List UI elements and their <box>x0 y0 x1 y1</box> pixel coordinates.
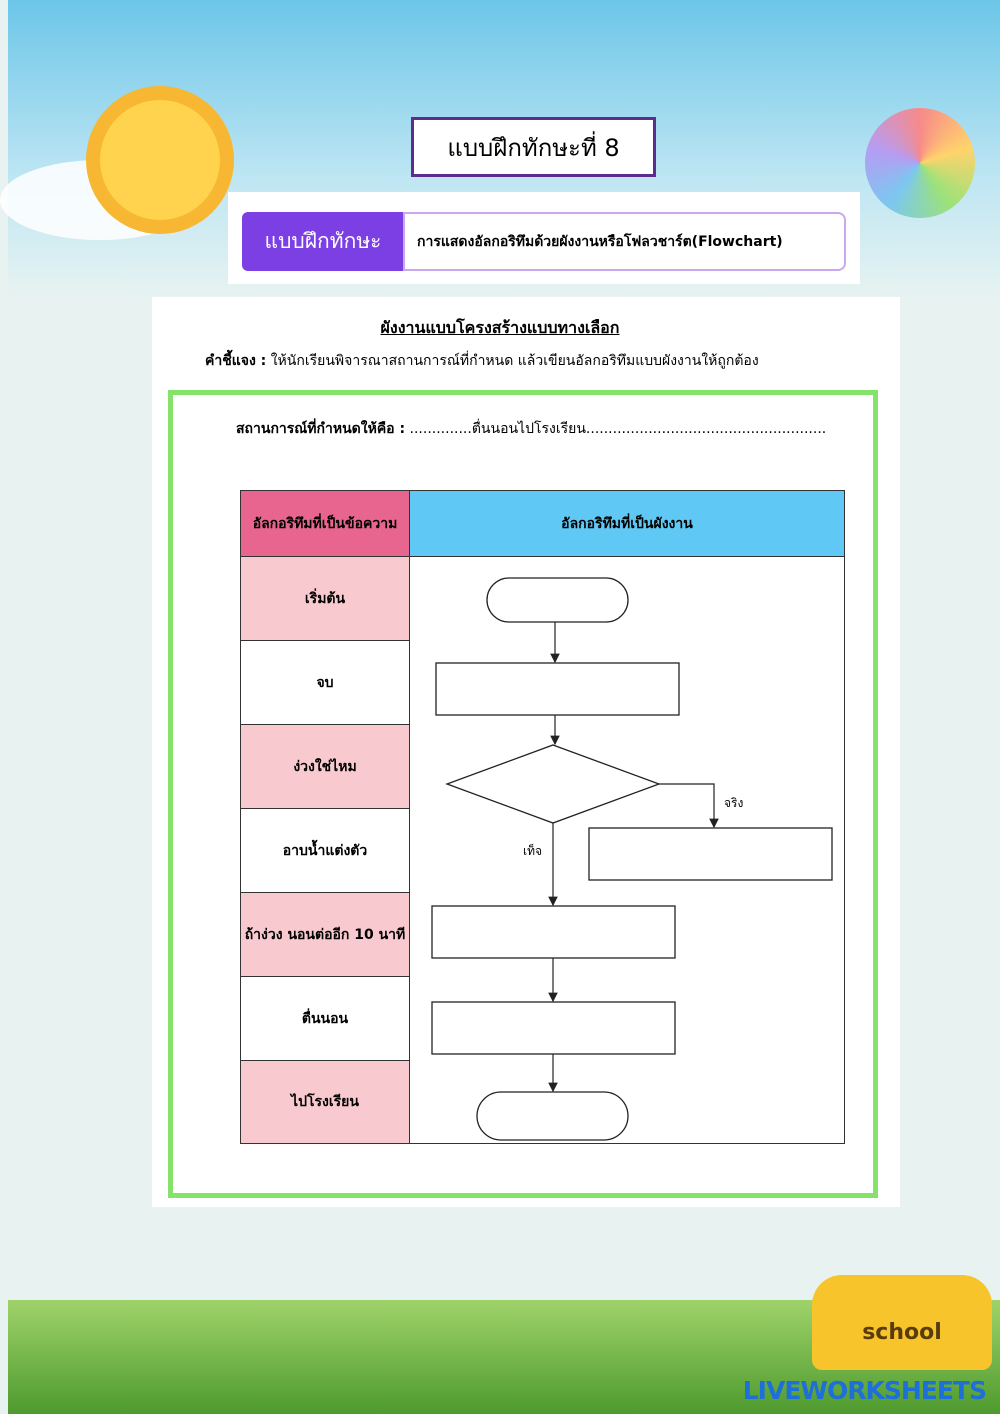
hot-air-balloon-illustration <box>865 108 975 218</box>
process-dropzone[interactable] <box>435 662 680 716</box>
instruction-label: คำชี้แจง : <box>205 353 267 369</box>
school-bus-illustration: school <box>812 1275 992 1370</box>
bus-label: school <box>862 1320 942 1345</box>
banner-label: แบบฝึกทักษะ <box>242 212 404 271</box>
true-process-dropzone[interactable] <box>588 827 833 881</box>
header-text-algorithm: อัลกอริทึมที่เป็นข้อความ <box>240 490 410 557</box>
banner-text: การแสดงอัลกอริทึมด้วยผังงานหรือโฟลวชาร์ต… <box>403 212 846 271</box>
worksheet-title[interactable]: แบบฝึกทักษะที่ 8 <box>411 117 656 177</box>
situation: สถานการณ์ที่กำหนดให้คือ : ..............… <box>236 418 826 440</box>
false-process-dropzone[interactable] <box>431 905 676 959</box>
start-terminal-dropzone[interactable] <box>486 577 629 623</box>
header-flowchart-algorithm: อัลกอริทึมที่เป็นผังงาน <box>409 490 845 557</box>
instruction-text: ให้นักเรียนพิจารณาสถานการณ์ที่กำหนด แล้ว… <box>266 353 759 369</box>
green-frame <box>168 390 878 1198</box>
true-label: จริง <box>724 796 744 810</box>
liveworksheets-logo: LIVEWORKSHEETS <box>742 1376 987 1405</box>
draggable-step[interactable]: จบ <box>240 640 410 725</box>
instruction: คำชี้แจง : ให้นักเรียนพิจารณาสถานการณ์ที… <box>205 350 759 372</box>
sun-illustration <box>100 100 220 220</box>
heading: ผังงานแบบโครงสร้างแบบทางเลือก <box>380 318 620 337</box>
process-dropzone[interactable] <box>431 1001 676 1055</box>
end-terminal-dropzone[interactable] <box>476 1091 629 1141</box>
arrow <box>659 783 719 829</box>
situation-value: ..............ตื่นนอนไปโรงเรียน.........… <box>409 421 827 437</box>
situation-label: สถานการณ์ที่กำหนดให้คือ : <box>236 421 406 437</box>
draggable-step[interactable]: ตื่นนอน <box>240 976 410 1061</box>
draggable-step[interactable]: ถ้าง่วง นอนต่ออีก 10 นาที <box>240 892 410 977</box>
draggable-step[interactable]: อาบน้ำแต่งตัว <box>240 808 410 893</box>
draggable-step[interactable]: ไปโรงเรียน <box>240 1060 410 1144</box>
false-label: เท็จ <box>523 844 543 858</box>
draggable-step[interactable]: ง่วงใช่ไหม <box>240 724 410 809</box>
decision-dropzone[interactable] <box>445 744 661 824</box>
